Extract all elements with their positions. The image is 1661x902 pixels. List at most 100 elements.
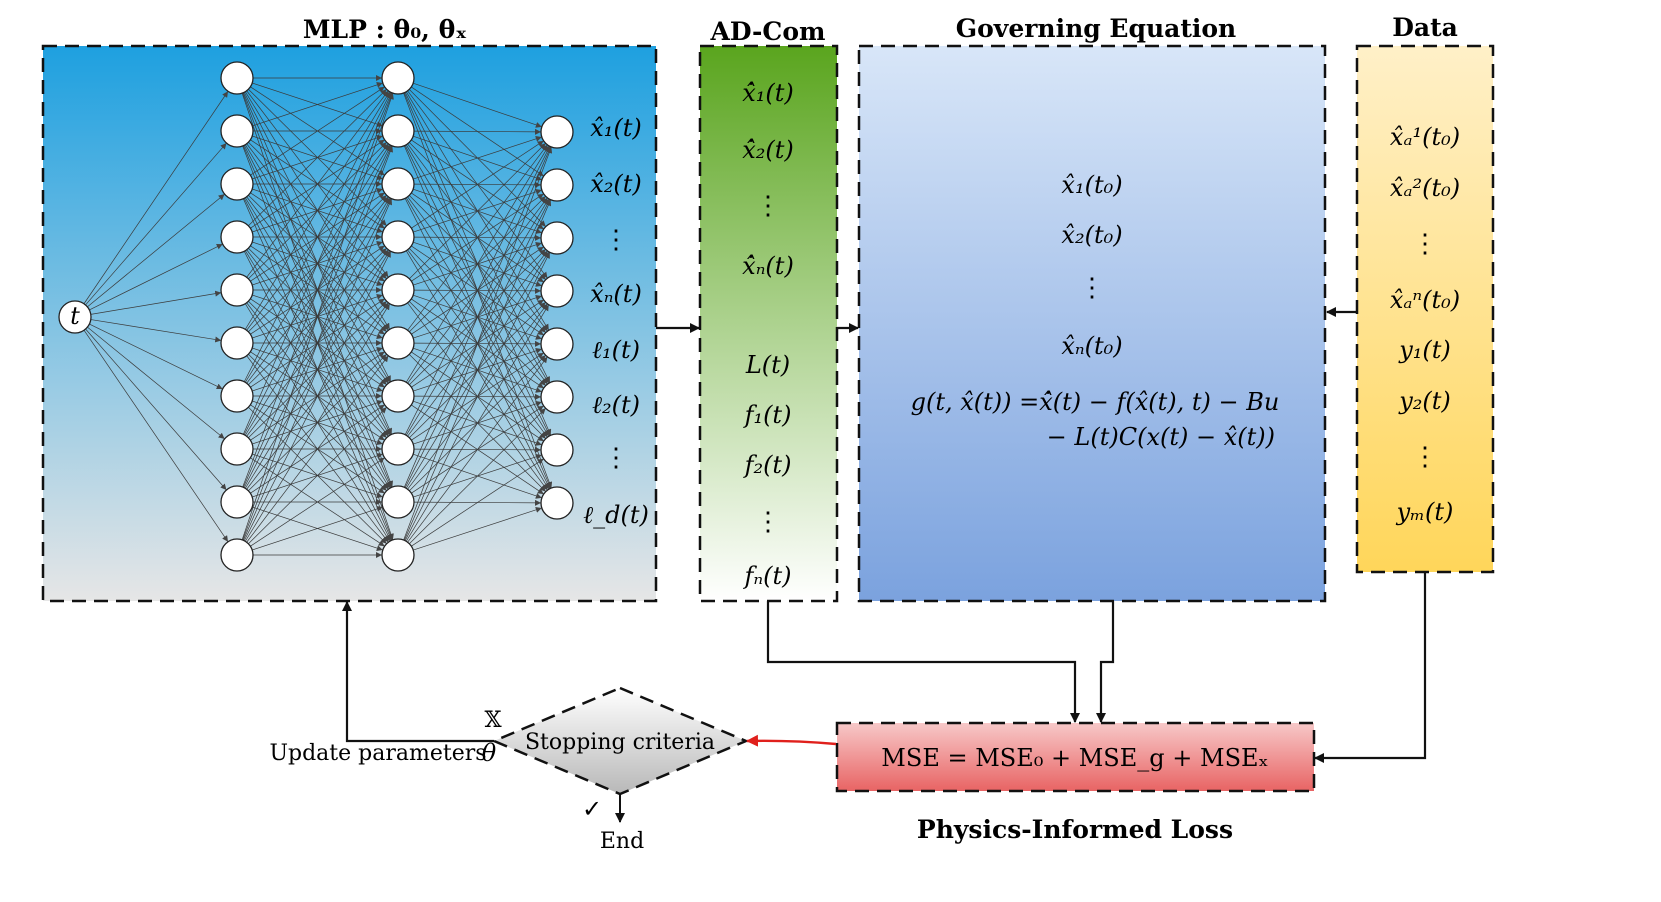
network-neurons: t [58,61,574,572]
hidden-neuron-layer1 [220,326,254,360]
adcom-ellipsis: ⋮ [755,507,781,537]
adcom-item: x̂̇ₙ(t) [742,252,794,280]
data-title: Data [1392,13,1458,42]
hidden-neuron-layer1 [220,432,254,466]
output-ellipsis: ⋮ [603,443,629,473]
network-edge [89,323,223,390]
network-edge [404,252,551,541]
network-edge [245,91,390,330]
hidden-neuron-layer2 [381,167,415,201]
network-edge [250,457,385,547]
network-edge [87,326,225,440]
network-edge [250,86,385,176]
output-neuron [540,486,574,520]
hidden-neuron-layer2 [381,273,415,307]
hidden-neuron-layer1 [220,485,254,519]
network-edge [248,406,387,545]
mlp-title: MLP : θ₀, θₓ [303,15,467,44]
hidden-neuron-layer2 [381,220,415,254]
adcom-ellipsis: ⋮ [755,191,781,221]
hidden-neuron-layer2 [381,485,415,519]
network-edge [243,92,392,382]
loss-title: Physics-Informed Loss [917,815,1233,844]
update-parameters-label: Update parameters [269,741,486,766]
loss-formula: MSE = MSE₀ + MSE_g + MSEₓ [881,744,1268,772]
network-edge [413,128,542,135]
network-edge [90,319,222,343]
loss-to-decision-arrow [746,734,837,747]
network-edge [242,92,393,488]
adcom-item: fₙ(t) [743,562,792,590]
governing-item: x̂₁(t₀) [1061,171,1122,199]
output-neuron [540,221,574,255]
adcom-item: f₁(t) [743,401,792,429]
data-ellipsis: ⋮ [1412,229,1438,259]
input-label: t [70,302,80,330]
network-edge [252,506,383,551]
network-edge [413,82,542,128]
hidden-neuron-layer1 [220,379,254,413]
data-item: x̂ₐ¹(t₀) [1390,123,1460,151]
network-edge [85,328,227,491]
governing-equation-line1: g(t, x̂(t)) =x̂̇(t) − f(x̂(t), t) − Bu [911,388,1280,416]
hidden-neuron-layer1 [220,61,254,95]
network-edge [246,355,389,543]
network-edge [243,251,392,541]
output-neuron [540,274,574,308]
data-item: yₘ(t) [1396,498,1454,526]
governing-panel [857,44,1327,603]
output-label: ℓ₁(t) [592,336,640,364]
network-edge [245,303,390,542]
governing-equation-line2: − L(t)C(x(t) − x̂(t)) [1047,423,1275,451]
adcom-to-loss-arrow [766,601,1080,723]
hidden-neuron-layer2 [381,379,415,413]
network-edge [246,90,389,278]
adcom-item: f₂(t) [743,451,792,479]
mlp-output-labels: x̂₁(t) x̂₂(t) ⋮ x̂ₙ(t) ℓ₁(t) ℓ₂(t) ⋮ ℓ_d… [583,114,649,529]
network-edge [83,91,229,304]
hidden-neuron-layer1 [220,538,254,572]
output-neuron [540,168,574,202]
output-neuron [540,380,574,414]
output-label: ℓ_d(t) [583,501,649,529]
governing-to-loss-arrow [1096,601,1115,723]
hidden-neuron-layer2 [381,432,415,466]
network-edge [405,304,550,542]
data-item: y₂(t) [1398,387,1451,415]
connectors [342,307,1427,823]
output-label: x̂₂(t) [590,170,642,198]
adcom-panel [698,44,839,603]
data-ellipsis: ⋮ [1412,442,1438,472]
network-edge [243,198,392,541]
stopping-criteria-label: Stopping criteria [525,730,715,755]
fail-mark-icon: 𝕏 [484,708,502,733]
data-item: x̂ₐ²(t₀) [1390,174,1460,202]
output-label: x̂₁(t) [590,114,642,142]
loss-box [835,721,1316,793]
governing-item: x̂₂(t₀) [1061,221,1122,249]
output-label: ℓ₂(t) [592,391,640,419]
input-neuron [58,300,92,334]
network-edge [404,146,551,435]
network-edge [409,408,546,544]
network-edge [89,243,223,311]
hidden-neuron-layer1 [220,114,254,148]
output-neuron [540,115,574,149]
network-edge [411,458,544,547]
network-edge [243,92,392,435]
network-edge [411,140,544,229]
hidden-neuron-layer2 [381,61,415,95]
network-edge [241,93,394,540]
network-edge [405,145,550,383]
hidden-neuron-layer1 [220,273,254,307]
adcom-item: x̂̇₁(t) [742,79,794,107]
network-connections [83,75,553,558]
end-label: End [600,829,644,854]
output-label: x̂ₙ(t) [590,280,642,308]
hidden-neuron-layer1 [220,167,254,201]
data-item: x̂ₐⁿ(t₀) [1390,286,1460,314]
network-edge [407,356,548,543]
governing-items: x̂₁(t₀) x̂₂(t₀) ⋮ x̂ₙ(t₀) [1061,171,1122,360]
output-ellipsis: ⋮ [603,225,629,255]
